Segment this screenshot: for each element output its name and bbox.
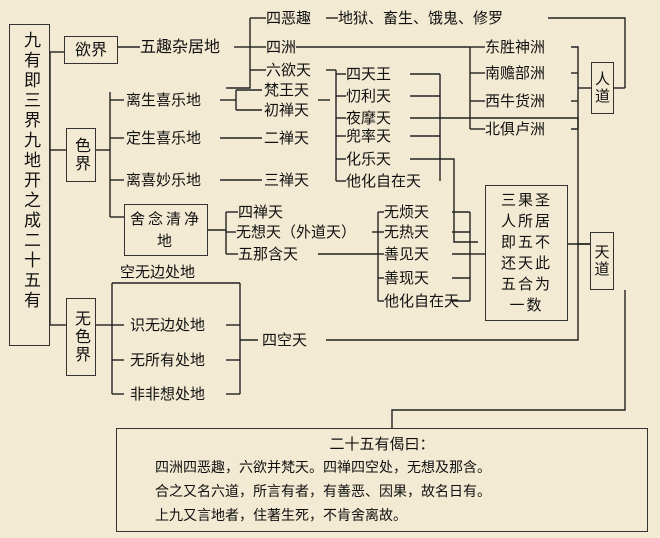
form-ground-4-item: 五那含天 xyxy=(238,245,299,263)
human-path-box: 人道 xyxy=(591,62,614,114)
formless-realm-label: 无色界 xyxy=(72,310,91,364)
pure-abode-note-box: 三果圣人所居即五不还天此五合为一数 xyxy=(485,185,568,321)
form-realm-label: 色界 xyxy=(72,137,91,173)
pure-abode-item: 善现天 xyxy=(384,269,430,287)
verse-box: 二十五有偈曰： 四洲四恶趣，六欲并梵天。四禅四空处，无想及那含。 合之又名六道，… xyxy=(116,428,648,532)
heaven-path-label: 天道 xyxy=(592,244,611,278)
continent-item: 西牛货洲 xyxy=(485,92,546,110)
pure-abode-note: 三果圣人所居即五不还天此五合为一数 xyxy=(500,191,552,314)
form-ground-4-item: 四禅天 xyxy=(238,203,284,221)
form-ground-3-item: 三禅天 xyxy=(264,171,310,189)
formless-realm-box: 无色界 xyxy=(66,298,96,376)
continent-item: 北俱卢洲 xyxy=(485,120,546,138)
verse-line: 上九又言地者，住著生死，不肯舍离故。 xyxy=(155,508,407,524)
verse-title: 二十五有偈曰： xyxy=(329,435,435,453)
heaven-path-box: 天道 xyxy=(590,232,614,290)
desire-realm-box: 欲界 xyxy=(64,36,118,64)
pure-abode-item: 他化自在天 xyxy=(384,292,460,310)
formless-ground-item: 识无边处地 xyxy=(130,316,206,334)
desire-heaven-item: 忉利天 xyxy=(346,87,392,105)
form-ground-2: 定生喜乐地 xyxy=(126,129,202,147)
pure-abode-item: 善见天 xyxy=(384,245,430,263)
formless-ground-item: 无所有处地 xyxy=(130,351,206,369)
form-ground-4-item: 无想天（外道天） xyxy=(236,223,357,241)
desire-heaven-item: 四天王 xyxy=(346,65,392,83)
desire-realm-label: 欲界 xyxy=(74,40,107,59)
desire-heaven-item: 夜摩天 xyxy=(346,109,392,127)
formless-ground-item: 空无边处地 xyxy=(120,263,196,281)
evil-paths: 四恶趣 xyxy=(266,9,312,27)
human-path-label: 人道 xyxy=(593,71,611,105)
desire-heaven-item: 他化自在天 xyxy=(346,172,422,190)
verse-line: 四洲四恶趣，六欲并梵天。四禅四空处，无想及那含。 xyxy=(155,460,491,476)
evil-paths-list: 地狱、畜生、饿鬼、修罗 xyxy=(338,9,504,27)
continent-item: 东胜神洲 xyxy=(485,38,546,56)
verse-line: 合之又名六道，所言有者，有善恶、因果，故名日有。 xyxy=(155,484,491,500)
four-formless-heavens: 四空天 xyxy=(262,331,308,349)
form-ground-4-box: 舍念清净地 xyxy=(124,204,208,256)
form-ground-1-item: 初禅天 xyxy=(264,101,310,119)
form-ground-3: 离喜妙乐地 xyxy=(126,171,202,189)
pure-abode-item: 无烦天 xyxy=(384,203,430,221)
form-ground-1-item: 梵王天 xyxy=(264,81,310,99)
root-title: 九有即三界九地开之成二十五有 xyxy=(20,31,40,311)
form-ground-4-label: 舍念清净地 xyxy=(130,210,203,250)
desire-heaven-item: 兜率天 xyxy=(346,127,392,145)
formless-ground-item: 非非想处地 xyxy=(130,385,206,403)
pure-abode-item: 无热天 xyxy=(384,223,430,241)
six-desire-heavens: 六欲天 xyxy=(266,61,312,79)
form-realm-box: 色界 xyxy=(66,128,96,182)
four-continents: 四洲 xyxy=(266,38,297,56)
root-box: 九有即三界九地开之成二十五有 xyxy=(9,24,50,346)
continent-item: 南赡部洲 xyxy=(485,64,546,82)
form-ground-2-item: 二禅天 xyxy=(264,129,310,147)
desire-heaven-item: 化乐天 xyxy=(346,150,392,168)
five-paths-ground: 五趣杂居地 xyxy=(140,37,221,56)
form-ground-1: 离生喜乐地 xyxy=(126,91,202,109)
